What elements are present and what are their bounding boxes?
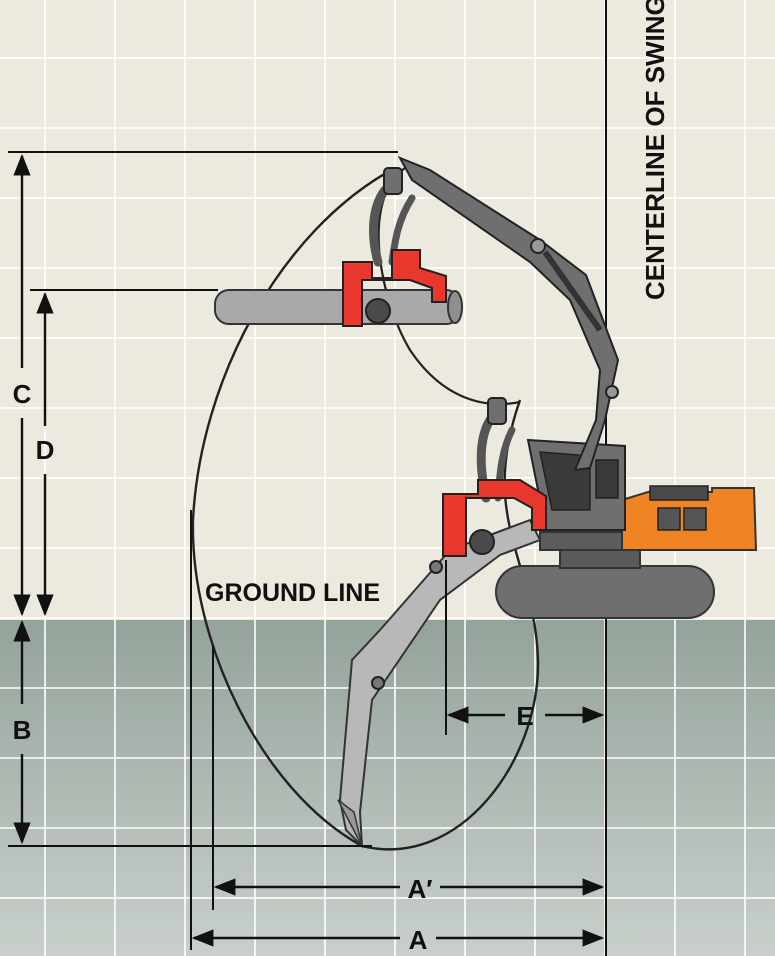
lower-grapple [442,397,547,557]
ground-line-label: GROUND LINE [205,579,380,607]
raised-boom [397,156,620,472]
dim-c-label: C [13,379,32,409]
centerline-label: CENTERLINE OF SWING [640,0,670,300]
upper-grapple-jaw [342,249,447,327]
lower-grapple-jaw [442,479,547,557]
grapple-path-curve [377,167,521,406]
dim-d-label: D [36,435,55,465]
dim-a-prime-label: A′ [407,874,432,904]
log [214,289,463,325]
dimension-arrows [13,153,605,947]
dim-b-label: B [13,715,32,745]
dim-e-label: E [516,701,533,731]
extension-lines [8,151,447,950]
cab-window-side [595,459,619,499]
engine-grille [649,485,709,501]
upper-grapple [342,167,447,327]
crawler-track [495,547,715,619]
dim-a-label: A [409,925,428,955]
